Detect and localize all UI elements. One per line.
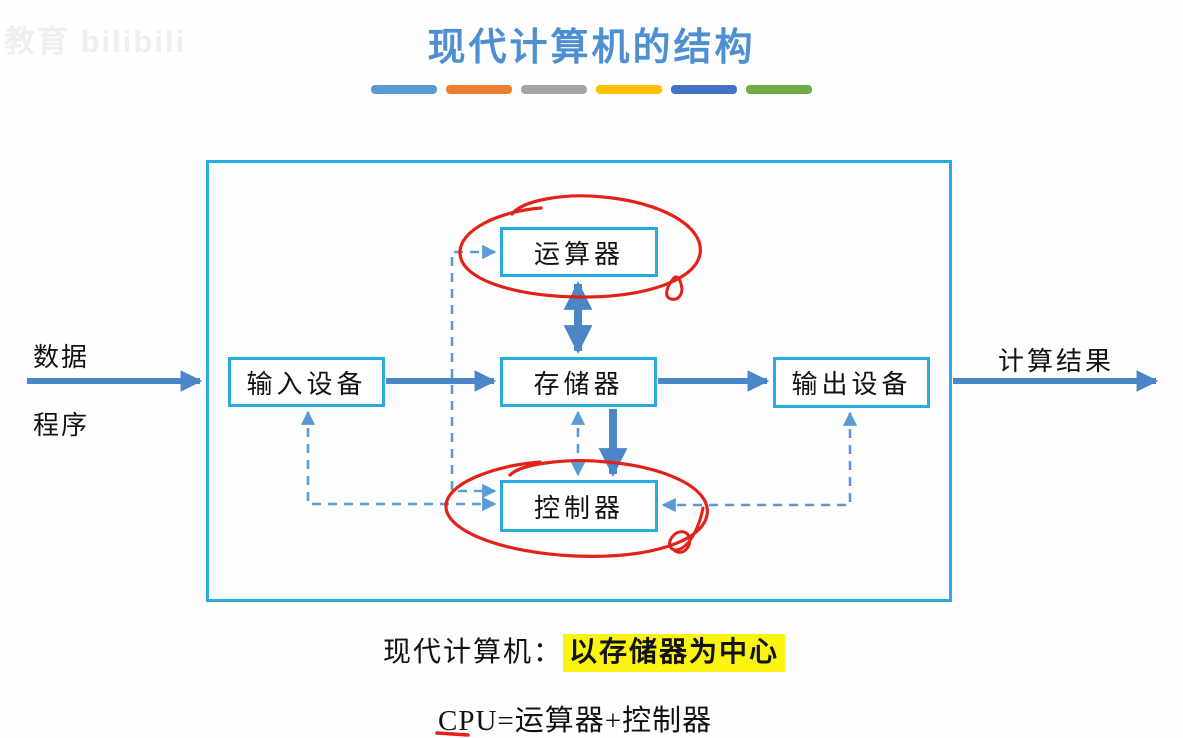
label-program: 程序 (33, 411, 90, 440)
box-control-unit: 控制器 (500, 480, 658, 532)
red-underline-fragment (435, 731, 470, 737)
divider-bar-blue (371, 85, 437, 94)
label-data: 数据 (33, 343, 90, 372)
note-cpu-formula: CPU=运算器+控制器 (438, 705, 713, 737)
computer-boundary-frame (206, 160, 952, 602)
note-memory-centric-prefix: 现代计算机： (383, 637, 564, 668)
title-divider-bars (371, 85, 812, 94)
label-result: 计算结果 (998, 347, 1115, 376)
box-output-device-label: 输出设备 (791, 370, 912, 399)
red-circle-control (444, 459, 709, 558)
box-memory: 存储器 (500, 357, 657, 407)
red-circle-alu (458, 194, 702, 299)
box-alu-label: 运算器 (533, 239, 624, 269)
note-memory-centric: 现代计算机：以存储器为中心 (383, 630, 786, 672)
red-teardrop-mark (665, 275, 684, 301)
dashed-path-alu-control (450, 244, 497, 499)
divider-bar-darkblue (671, 85, 737, 94)
divider-bar-orange (446, 85, 512, 94)
box-control-unit-label: 控制器 (533, 493, 624, 523)
box-alu: 运算器 (500, 227, 658, 277)
box-memory-label: 存储器 (533, 369, 624, 399)
red-scribble-mark (668, 506, 705, 554)
box-input-device-label: 输入设备 (246, 369, 367, 399)
box-output-device: 输出设备 (773, 357, 930, 408)
dashed-path-output-control (661, 411, 858, 513)
divider-bar-gray (521, 85, 587, 94)
dashed-path-input-control (300, 410, 497, 512)
divider-bar-yellow (596, 85, 662, 94)
memory-centric-highlight: 以存储器为中心 (563, 634, 786, 672)
bilibili-watermark: 教育 bilibili (4, 24, 187, 59)
page-title: 现代计算机的结构 (427, 27, 756, 69)
divider-bar-green (746, 85, 812, 94)
box-input-device: 输入设备 (228, 357, 385, 407)
